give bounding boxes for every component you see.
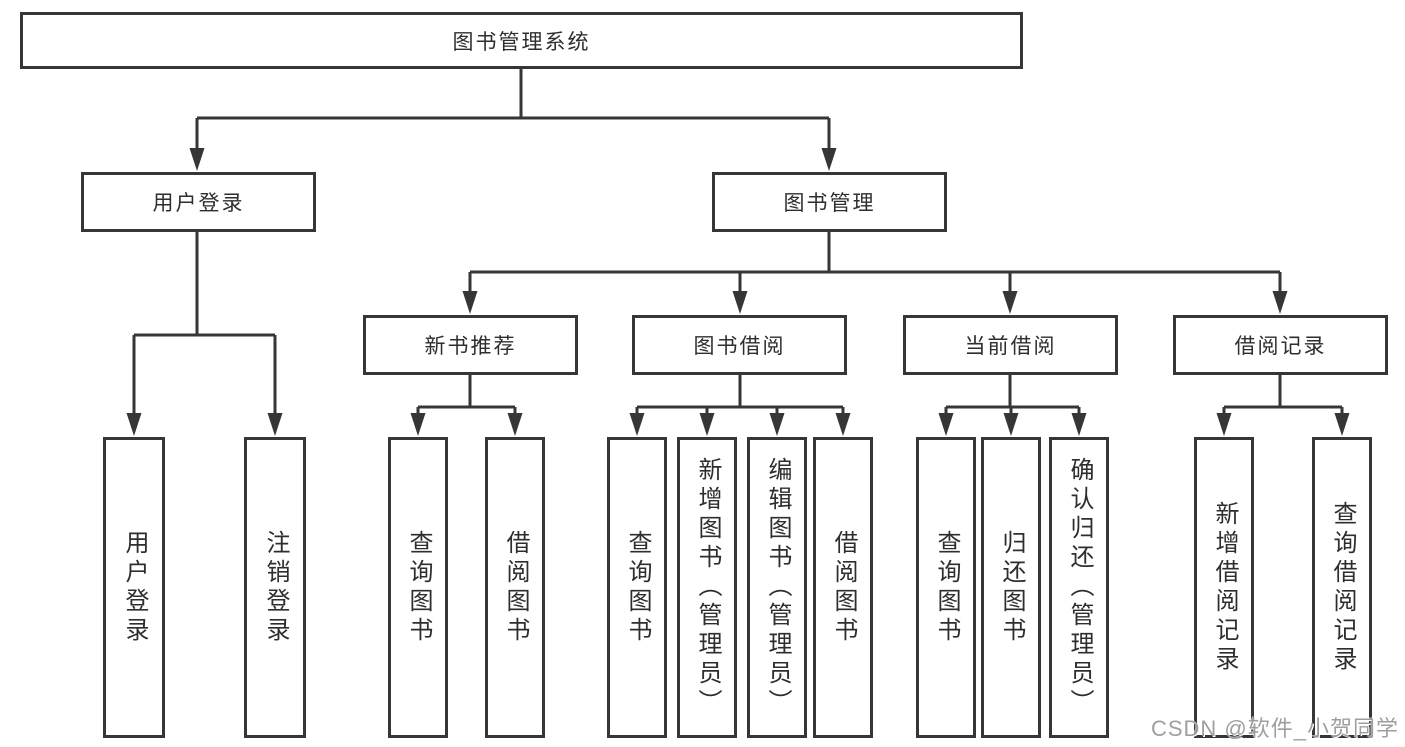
leaf-user-login: 用户登录 [103, 437, 165, 738]
connector-newbook-to-leaves [416, 375, 517, 418]
connector-root-to-level2 [195, 69, 831, 152]
leaf-edit-book-admin: 编辑图书（管理员） [747, 437, 807, 738]
leaf-confirm-return-admin: 确认归还（管理员） [1049, 437, 1109, 738]
leaf-query-books-borrowing: 查询图书 [607, 437, 667, 738]
node-root-book-management-system: 图书管理系统 [20, 12, 1023, 69]
connector-records-to-leaves [1222, 375, 1344, 418]
csdn-watermark: CSDN @软件_小贺同学 [1150, 716, 1399, 741]
node-current-borrowing: 当前借阅 [903, 315, 1118, 375]
node-borrowing-records: 借阅记录 [1173, 315, 1388, 375]
connector-currentborrow-to-leaves [944, 375, 1081, 418]
connector-bookborrow-to-leaves [635, 375, 845, 418]
leaf-query-books-recommend: 查询图书 [388, 437, 448, 738]
node-book-management-branch: 图书管理 [712, 172, 947, 232]
connector-userlogin-to-leaves [132, 232, 277, 418]
leaf-add-book-admin: 新增图书（管理员） [677, 437, 737, 738]
arrowheads [126, 148, 1350, 436]
leaf-query-books-current: 查询图书 [916, 437, 976, 738]
leaf-add-borrow-record: 新增借阅记录 [1194, 437, 1254, 738]
connector-bookmgmt-to-level3 [468, 232, 1282, 296]
leaf-query-borrow-record: 查询借阅记录 [1312, 437, 1372, 738]
leaf-logout: 注销登录 [244, 437, 306, 738]
node-user-login-branch: 用户登录 [81, 172, 316, 232]
node-new-book-recommendation: 新书推荐 [363, 315, 578, 375]
leaf-borrow-books: 借阅图书 [813, 437, 873, 738]
node-book-borrowing: 图书借阅 [632, 315, 847, 375]
leaf-borrow-books-recommend: 借阅图书 [485, 437, 545, 738]
leaf-return-books: 归还图书 [981, 437, 1041, 738]
